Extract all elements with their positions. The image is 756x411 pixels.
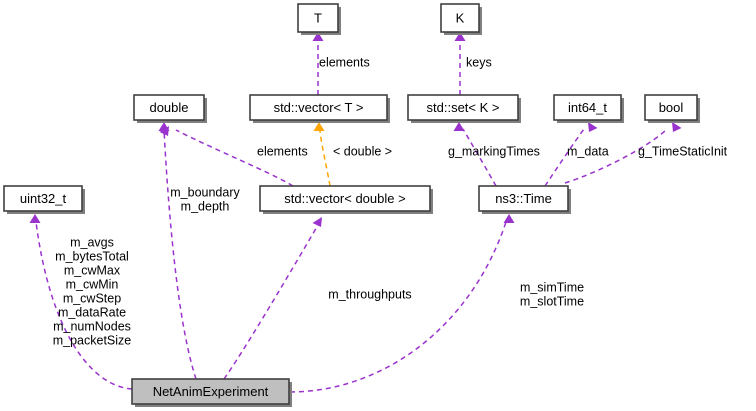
edge-label-lbl-timestaticinit: g_TimeStaticInit [638,144,728,158]
edge-label-lbl-double-tmpl: < double > [333,144,392,158]
class-node-label: int64_t [568,100,607,115]
edge-labels-layer: elements keys elements < double > g_markingT… [53,55,728,347]
edge-label-lbl-boundary: m_boundary [170,185,240,199]
class-node-rect[interactable] [259,185,431,212]
class-node-rect[interactable] [644,94,698,121]
class-node-label: double [149,100,188,115]
edge-label-lbl-throughputs: m_throughputs [328,287,411,301]
class-node-netanim[interactable]: NetAnimExperiment [131,378,292,407]
class-node-rect[interactable] [3,185,83,212]
edge-path-timestaticinit [564,128,668,184]
edge-label-lbl-depth: m_depth [181,199,230,213]
edge-label-lbl-elements-t: elements [319,55,370,69]
edge-path-mdata [544,128,585,187]
class-node-rect[interactable] [249,94,388,121]
edge-label-lbl-numnodes: m_numNodes [53,319,131,333]
edge-label-lbl-markingtimes: g_markingTimes [448,144,540,158]
arrowheads-layer [29,32,682,227]
edge-path-throughputs [223,224,319,380]
edge-label-lbl-bytestotal: m_bytesTotal [55,249,129,263]
edge-path-times [289,221,507,393]
edge-label-lbl-simtime: m_simTime [520,280,584,294]
arrowhead-path-uint32-fields [29,214,41,223]
class-node-int64[interactable]: int64_t [553,94,624,123]
edge-path-elements-double [175,129,294,187]
arrowhead-path-mdata [588,122,598,132]
class-node-vector_double[interactable]: std::vector< double > [259,185,433,214]
class-node-rect[interactable] [133,94,205,121]
class-node-set_k[interactable]: std::set< K > [407,94,521,123]
class-node-double[interactable]: double [133,94,207,123]
class-node-label: K [456,10,465,25]
class-node-label: std::vector< double > [284,191,405,206]
arrowhead-path-elements-t [312,32,324,41]
class-node-t[interactable]: T [297,3,341,35]
class-node-label: bool [659,100,684,115]
arrowhead-path-markingtimes [453,122,465,131]
class-node-bool[interactable]: bool [644,94,700,123]
class-node-rect[interactable] [440,3,480,33]
arrowhead-path-template-vector [313,122,325,131]
class-node-vector_t[interactable]: std::vector< T > [249,94,390,123]
arrowhead-path-throughputs [312,217,322,227]
class-node-label: T [314,10,322,25]
class-node-label: uint32_t [20,191,67,206]
edge-label-lbl-packetsize: m_packetSize [53,333,132,347]
class-node-rect[interactable] [131,378,290,405]
class-node-label: std::vector< T > [274,100,364,115]
edge-label-lbl-keys-k: keys [466,55,492,69]
edge-label-lbl-cwmin: m_cwMin [66,277,119,291]
edge-label-lbl-datarate: m_dataRate [58,305,126,319]
class-node-label: ns3::Time [495,191,552,206]
edge-label-lbl-avgs: m_avgs [70,235,114,249]
edge-label-lbl-cwstep: m_cwStep [63,291,121,305]
edge-path-uint32-fields [35,221,133,390]
class-node-ns3_time[interactable]: ns3::Time [478,185,571,214]
arrowhead-path-boundary-depth [158,122,170,131]
class-node-rect[interactable] [407,94,519,121]
class-node-uint32[interactable]: uint32_t [3,185,85,214]
edge-label-lbl-cwmax: m_cwMax [64,263,121,277]
class-node-rect[interactable] [553,94,622,121]
class-node-label: NetAnimExperiment [153,384,269,399]
class-node-label: std::set< K > [427,100,500,115]
edge-path-template-vector [319,130,331,187]
arrowhead-path-timestaticinit [672,122,682,132]
class-node-rect[interactable] [297,3,339,33]
edge-path-boundary-depth [163,129,197,380]
edge-label-lbl-slottime: m_slotTime [520,294,584,308]
edges-layer [35,40,668,393]
edge-label-lbl-elements-double: elements [257,144,308,158]
class-node-k[interactable]: K [440,3,482,35]
class-node-rect[interactable] [478,185,569,212]
arrowhead-path-times [503,214,515,223]
edge-label-lbl-mdata: m_data [567,144,609,158]
arrowhead-path-keys-k [454,32,466,41]
